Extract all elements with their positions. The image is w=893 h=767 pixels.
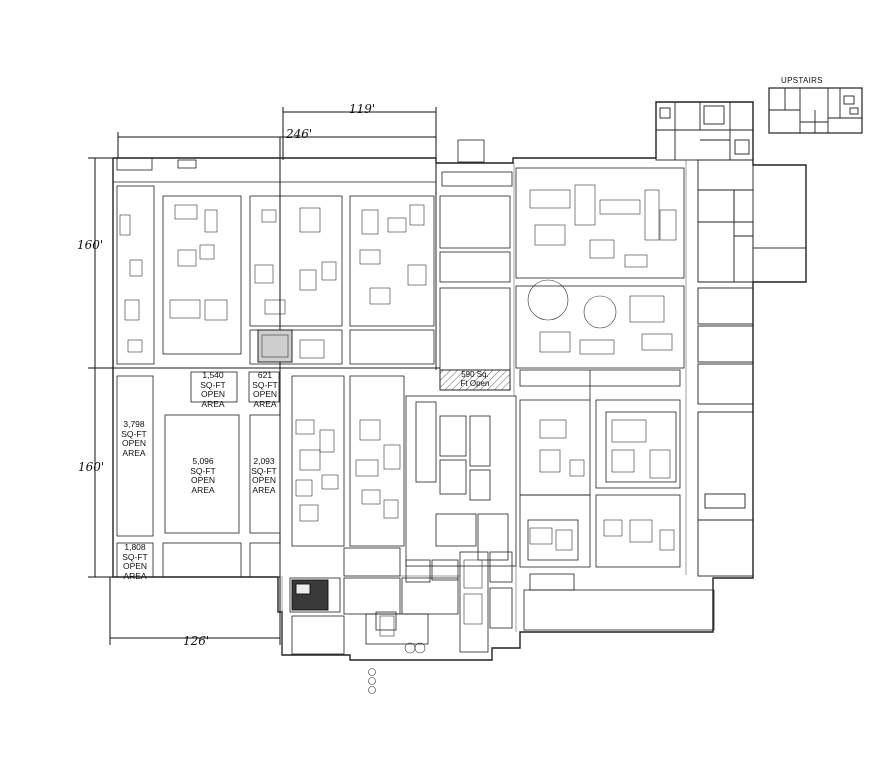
wall-details	[281, 160, 687, 655]
open-area-1540: 1,540 SQ-FT OPEN AREA	[200, 370, 226, 409]
hatched-open-label: 590 Sq. Ft Open	[460, 370, 490, 388]
hatched-open-area	[439, 369, 511, 391]
office-block-ne	[655, 101, 754, 161]
open-area-1808: 1,808 SQ-FT OPEN AREA	[122, 542, 148, 581]
dimension-left-upper-160: 160'	[77, 238, 104, 252]
open-area-5096: 5,096 SQ-FT OPEN AREA	[190, 456, 216, 495]
south-rooms	[289, 395, 715, 655]
dimension-left-lower-160: 160'	[78, 460, 105, 474]
open-area-2093: 2,093 SQ-FT OPEN AREA	[251, 456, 277, 495]
dimension-bottom-126: 126'	[183, 634, 210, 648]
dimension-top-246: 246'	[286, 127, 313, 141]
shaded-rooms	[257, 329, 329, 611]
upstairs-title: UPSTAIRS	[781, 76, 823, 85]
east-offices	[697, 159, 807, 577]
equipment-layer	[119, 184, 677, 694]
dimension-top-119: 119'	[349, 102, 376, 116]
west-wing-rooms	[113, 157, 436, 578]
open-area-3798: 3,798 SQ-FT OPEN AREA	[121, 419, 147, 458]
upstairs-inset	[768, 87, 863, 134]
open-area-621: 621 SQ-FT OPEN AREA	[252, 370, 278, 409]
center-rooms	[439, 139, 685, 568]
